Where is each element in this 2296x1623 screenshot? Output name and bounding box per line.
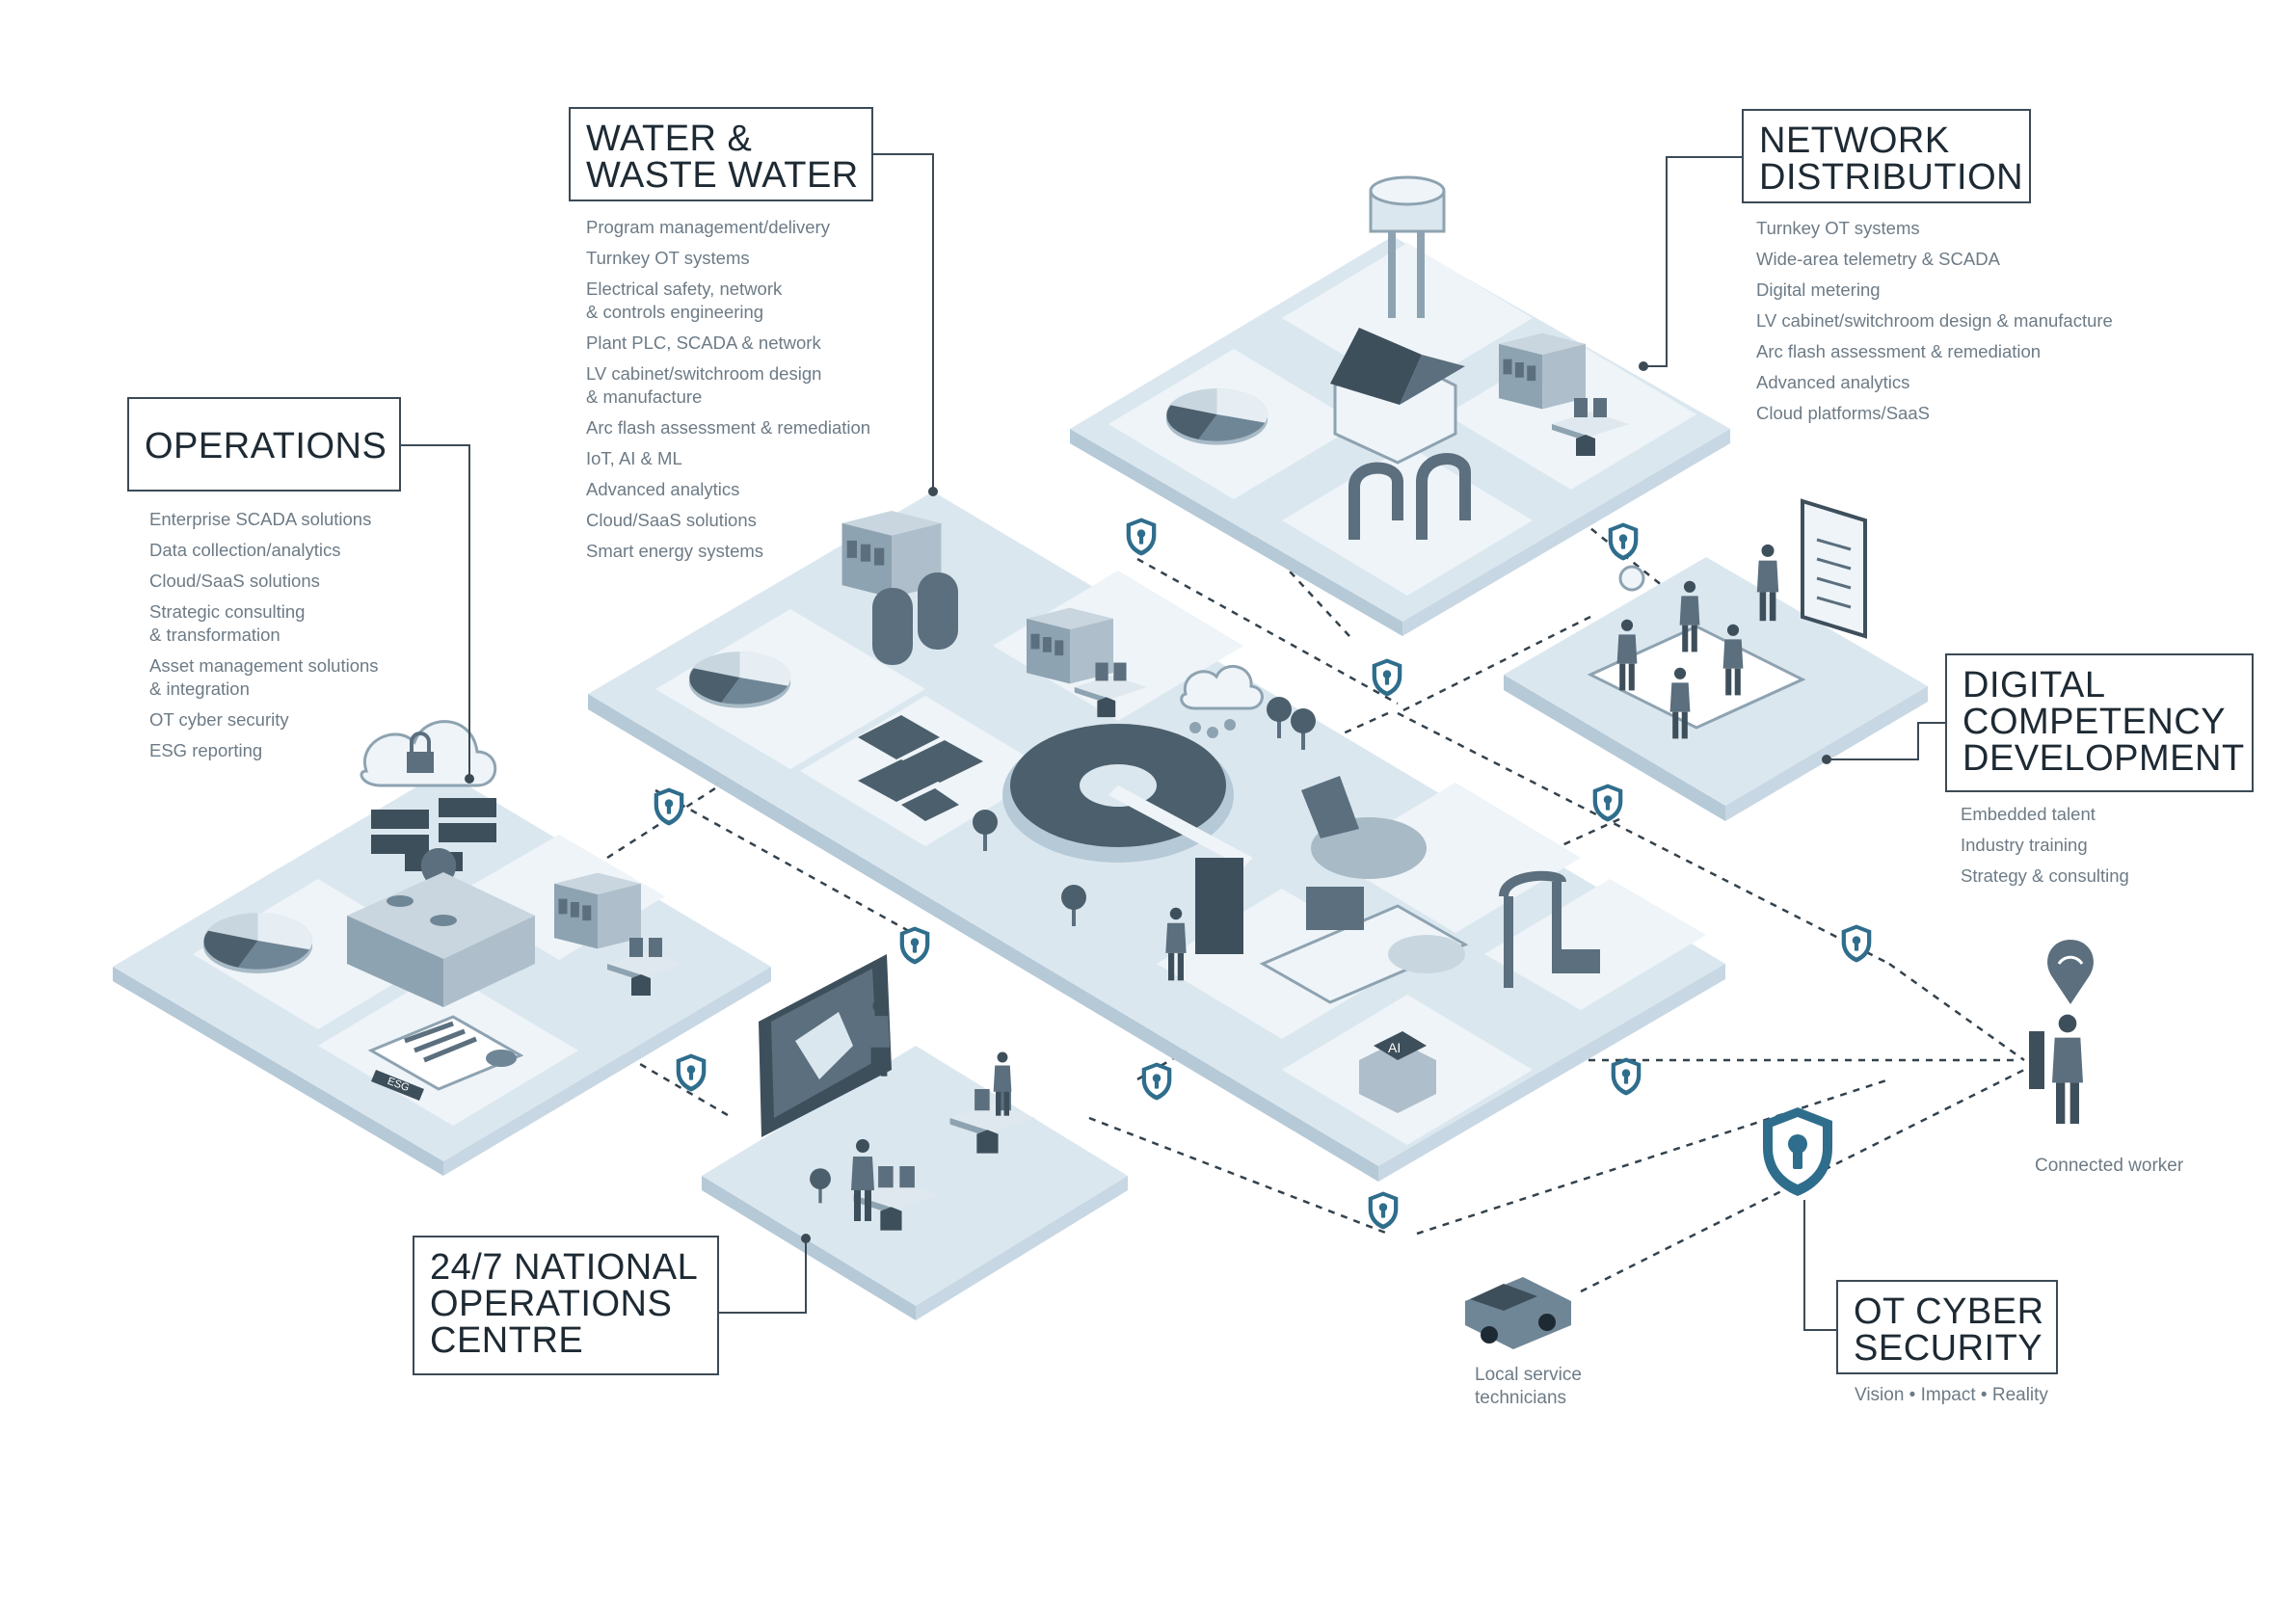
shield-lock-icon [1763,1107,1832,1196]
shield-lock-icon [1841,924,1872,963]
list-item: Cloud/SaaS solutions [149,571,320,591]
digital-equipment [1587,498,1867,739]
title-line: 24/7 NATIONAL [430,1247,699,1288]
shield-lock-icon [1368,1191,1399,1230]
shield-lock-icon [899,926,930,965]
list-item: OT cyber security [149,709,289,730]
list-item: Program management/delivery [586,217,830,237]
connected-worker-caption: Connected worker [2035,1156,2184,1176]
section-title-cyber: OT CYBER SECURITY [1836,1280,2058,1374]
shield-lock-icon [654,787,684,826]
title-line: DIGITAL [1962,665,2106,705]
list-item: Smart energy systems [586,541,764,561]
list-item: Advanced analytics [1756,372,1910,392]
list-item: Turnkey OT systems [1756,218,1920,238]
document-check-icon: ESG [367,1015,524,1101]
office-building [347,872,535,1007]
list-item: Asset management solutions & integration [149,655,379,699]
list-item: Arc flash assessment & remediation [1756,341,2042,361]
list-item: Embedded talent [1961,804,2096,824]
operator-rig [1165,858,1243,981]
aeration-basin [1301,776,1427,879]
house-icon [1330,328,1465,465]
list-item: Electrical safety, network & controls en… [586,279,783,322]
operations-services-list: Enterprise SCADA solutions Data collecti… [149,508,379,770]
water-services-list: Program management/delivery Turnkey OT s… [586,216,870,571]
map-screen-icon [759,954,892,1137]
list-item: Turnkey OT systems [586,248,750,268]
list-item: Cloud platforms/SaaS [1756,403,1930,423]
cloud-lock-icon [360,720,497,787]
title-line: OPERATIONS [145,426,387,466]
water-tower-icon [1369,175,1446,318]
operations-equipment: ESG [202,720,684,1101]
list-item: Strategy & consulting [1961,865,2129,886]
ai-chip: AI [1359,1031,1436,1113]
technicians-caption: Local service technicians [1475,1364,1582,1410]
digital-services-list: Embedded talent Industry training Strate… [1961,803,2129,895]
list-item: Advanced analytics [586,479,740,499]
filter-building [1259,887,1469,1004]
network-equipment [1165,175,1629,540]
caption-line: technicians [1475,1388,1567,1408]
list-item: Wide-area telemetry & SCADA [1756,249,2000,269]
title-line: NETWORK [1759,120,1950,161]
list-item: Industry training [1961,835,2088,855]
list-item: Arc flash assessment & remediation [586,417,871,438]
van-icon [1465,1277,1571,1349]
shield-lock-icon [1126,518,1157,556]
title-line: COMPETENCY [1962,702,2227,742]
title-line: OT CYBER [1854,1291,2044,1332]
list-item: ESG reporting [149,740,263,760]
shield-lock-icon [1141,1062,1172,1101]
list-item: Digital metering [1756,279,1881,300]
noc-platform [702,1046,1128,1320]
tanks [872,572,958,665]
section-title-water: WATER & WASTE WATER [569,107,873,201]
list-item: LV cabinet/switchroom design & manufactu… [1756,310,2113,331]
solar-panel-icon [858,715,983,821]
noc-equipment [759,954,1036,1231]
title-line: WASTE WATER [586,155,859,196]
whiteboard-icon [1801,498,1867,639]
title-line: OPERATIONS [430,1284,673,1324]
list-item: Cloud/SaaS solutions [586,510,757,530]
cyber-tagline: Vision • Impact • Reality [1855,1385,2048,1405]
title-line: DEVELOPMENT [1962,738,2245,779]
pipes [1348,453,1471,540]
section-title-noc: 24/7 NATIONAL OPERATIONS CENTRE [413,1236,719,1375]
list-item: Strategic consulting & transformation [149,601,306,645]
list-item: IoT, AI & ML [586,448,682,468]
clarifier-icon [1002,724,1253,867]
list-item: Data collection/analytics [149,540,341,560]
title-line: DISTRIBUTION [1759,157,2024,198]
network-services-list: Turnkey OT systems Wide-area telemetry &… [1756,217,2113,433]
shield-lock-icon [1611,1057,1642,1096]
leader-lines [400,153,1945,1331]
title-line: WATER & [586,119,753,159]
pump-icon [1499,870,1600,988]
section-title-digital: DIGITAL COMPETENCY DEVELOPMENT [1945,653,2254,792]
list-item: Plant PLC, SCADA & network [586,333,821,353]
caption-line: Local service [1475,1365,1582,1385]
ai-chip-label: AI [1388,1040,1401,1055]
section-title-operations: OPERATIONS [127,397,401,492]
shield-lock-icon [1592,784,1623,822]
title-line: CENTRE [430,1320,584,1361]
list-item: Enterprise SCADA solutions [149,509,372,529]
connected-worker-figure [2052,1014,2083,1124]
wifi-pin-icon [2047,940,2094,1004]
shield-lock-icon [1608,522,1639,561]
section-title-network: NETWORK DISTRIBUTION [1742,109,2031,203]
list-item: LV cabinet/switchroom design & manufactu… [586,363,822,407]
field-figures [1465,940,2094,1349]
title-line: SECURITY [1854,1328,2043,1369]
shield-lock-icon [676,1053,707,1092]
water-equipment: AI [688,511,1600,1113]
storm-cloud-icon [1180,665,1264,738]
